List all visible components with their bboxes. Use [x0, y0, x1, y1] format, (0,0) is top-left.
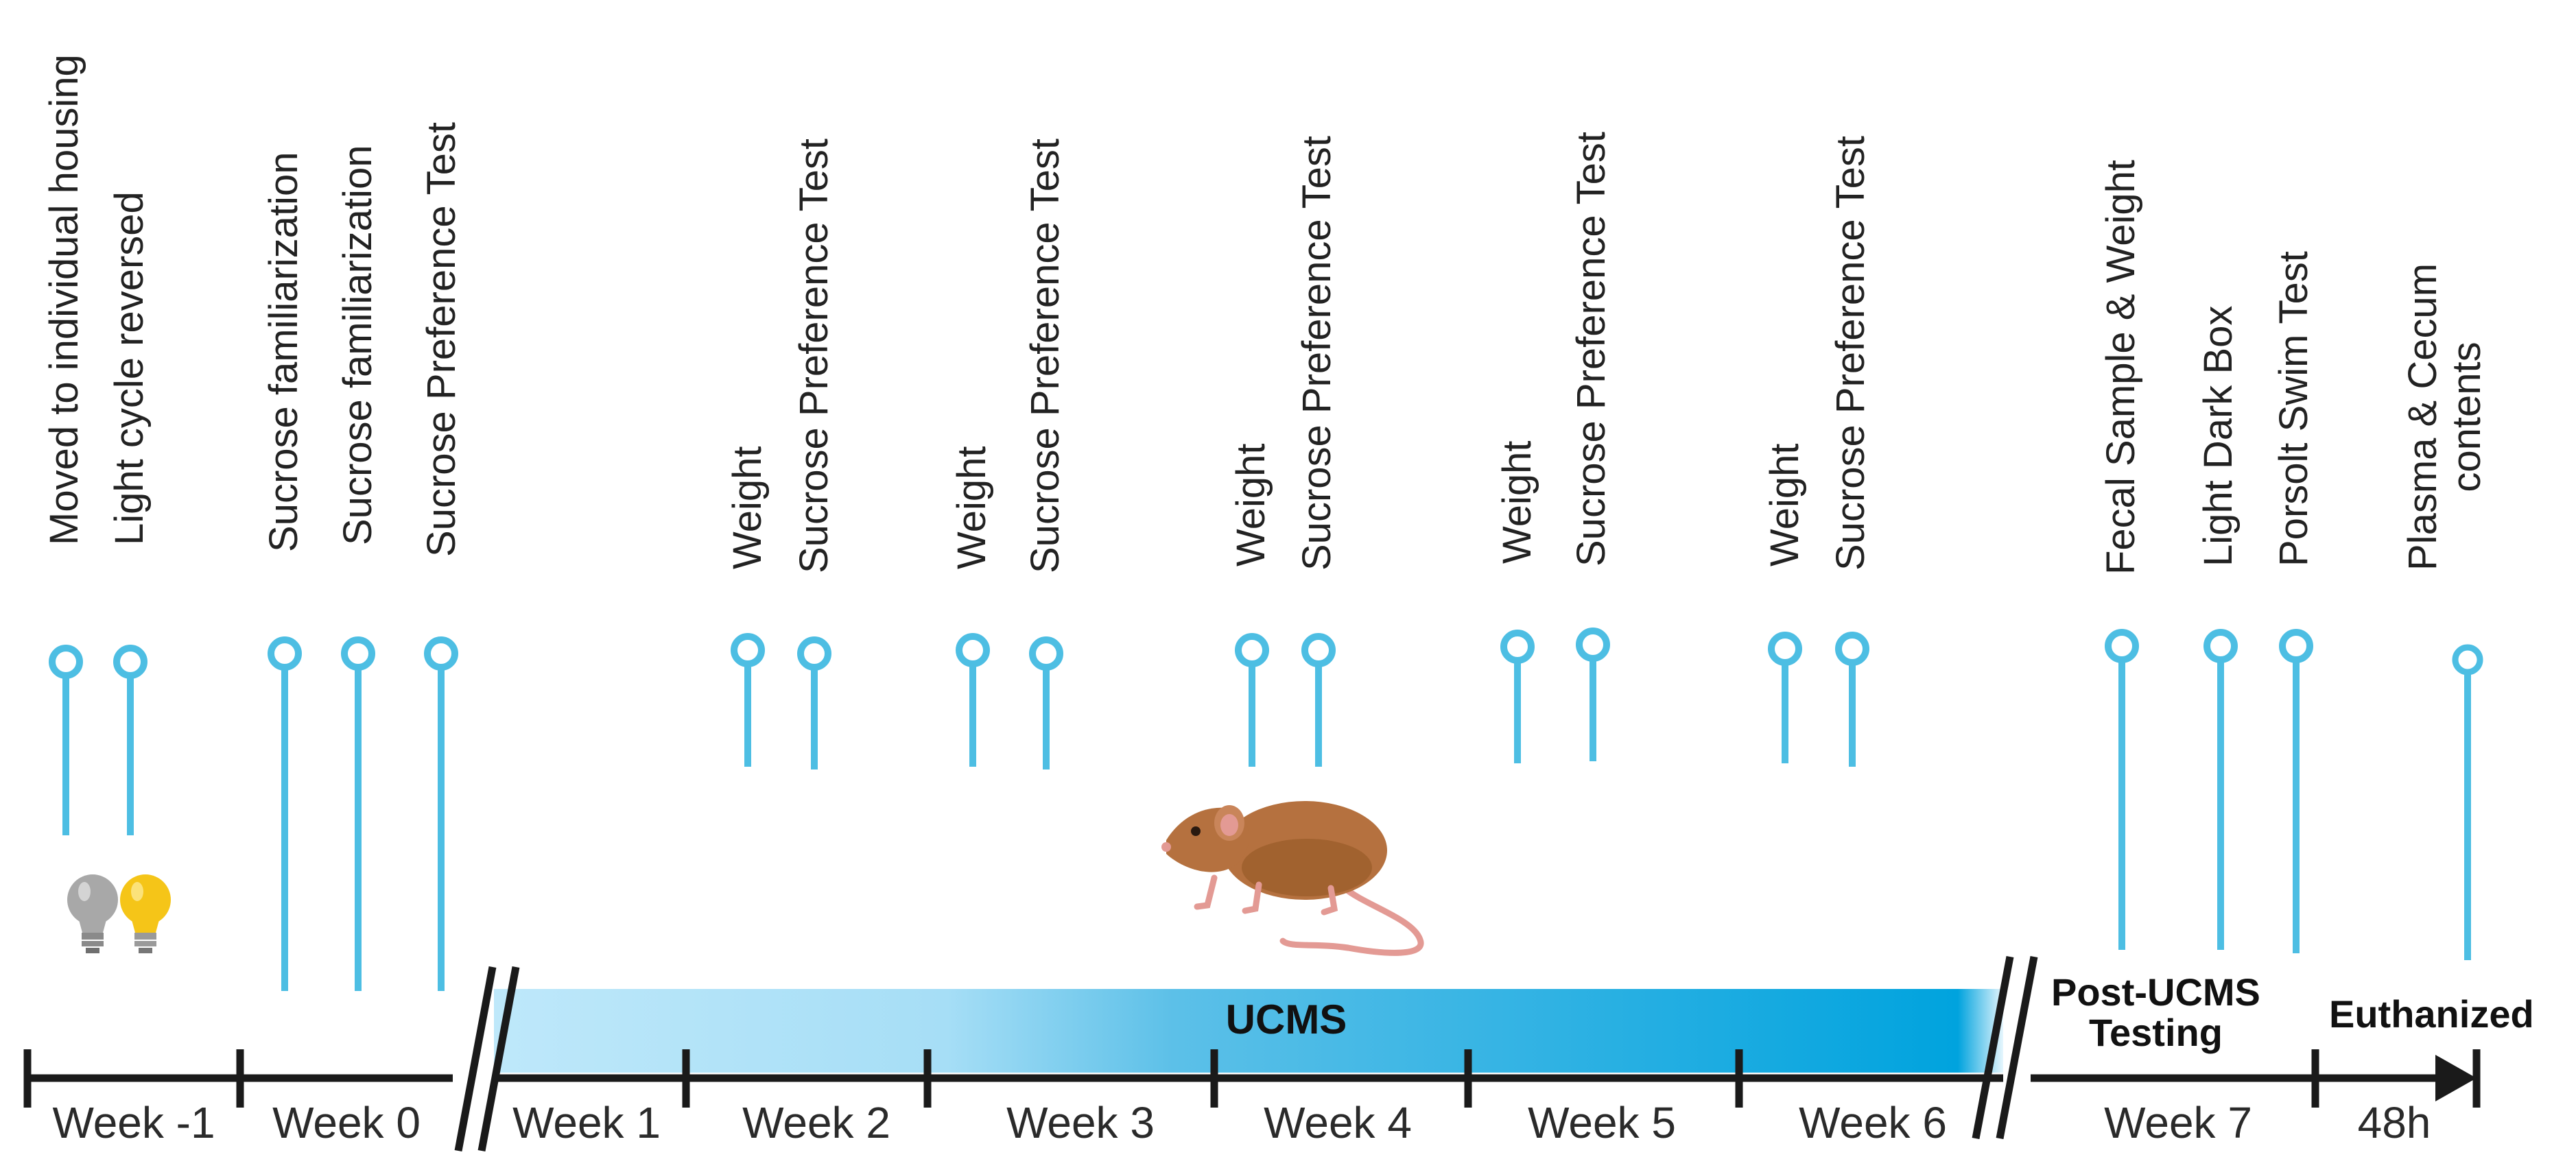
label-plasma-line1: Plasma & Cecum	[2400, 263, 2445, 571]
pin-light-dark	[2203, 629, 2238, 950]
pin-w5-spt	[1576, 628, 1610, 761]
week-label: Week 4	[1264, 1098, 1412, 1147]
week-label: Week 3	[1006, 1098, 1155, 1147]
pin-fecal	[2105, 629, 2139, 950]
week-label: Week 6	[1799, 1098, 1947, 1147]
label-plasma-line2: contents	[2444, 342, 2489, 492]
label-w2-spt: Sucrose Preference Test	[792, 138, 836, 573]
week-label: Week 5	[1528, 1098, 1676, 1147]
label-w4-spt: Sucrose Preference Test	[1295, 135, 1339, 571]
post-ucms-label: Post-UCMS Testing	[2051, 972, 2260, 1053]
label-w6-spt: Sucrose Preference Test	[1828, 135, 1873, 571]
pin-w6-spt	[1835, 632, 1869, 767]
week-label: Week 1	[512, 1098, 661, 1147]
post-ucms-line1: Post-UCMS	[2051, 970, 2260, 1014]
week-label: Week 7	[2104, 1098, 2252, 1147]
event-pins	[49, 628, 2483, 991]
lightbulb-on-icon	[120, 874, 171, 953]
time-axis	[23, 1049, 2481, 1108]
pin-sucrose-fam-1	[268, 636, 302, 991]
pin-plasma	[2452, 644, 2483, 960]
euthanized-label: Euthanized	[2329, 992, 2534, 1036]
label-w4-weight: Weight	[1229, 443, 1273, 566]
axis-break-right	[1972, 955, 2038, 1140]
label-w3-spt: Sucrose Preference Test	[1023, 138, 1067, 573]
mouse-illustration	[1161, 801, 1424, 956]
pin-w3-weight	[956, 633, 990, 767]
label-w6-weight: Weight	[1762, 443, 1807, 566]
pin-spt-week0	[424, 636, 458, 991]
pin-porsolt	[2279, 629, 2313, 953]
pin-w6-weight	[1768, 632, 1802, 763]
lightbulb-off-icon	[67, 874, 118, 953]
label-w5-weight: Weight	[1495, 440, 1539, 564]
week-label: Week 2	[742, 1098, 890, 1147]
label-fecal: Fecal Sample & Weight	[2099, 160, 2143, 575]
label-w2-weight: Weight	[725, 446, 770, 569]
label-porsolt: Porsolt Swim Test	[2271, 251, 2316, 566]
week-label: Week -1	[52, 1098, 215, 1147]
week-label: 48h	[2357, 1098, 2431, 1147]
label-light-cycle: Light cycle reversed	[107, 191, 152, 545]
pin-sucrose-fam-2	[341, 636, 375, 991]
label-light-dark: Light Dark Box	[2196, 305, 2241, 566]
axis-arrowhead	[2435, 1055, 2477, 1101]
pin-moved-housing	[49, 645, 83, 835]
week-label: Week 0	[272, 1098, 421, 1147]
label-sucrose-fam-2: Sucrose familiarization	[335, 145, 380, 545]
ucms-label: UCMS	[1225, 996, 1347, 1042]
label-w5-spt: Sucrose Preference Test	[1569, 131, 1614, 566]
pin-light-cycle	[113, 645, 147, 835]
pin-w5-weight	[1500, 630, 1535, 763]
pin-w4-spt	[1301, 633, 1336, 767]
pin-w4-weight	[1235, 633, 1269, 767]
pin-w3-spt	[1029, 636, 1063, 769]
label-plasma: Plasma & Cecum contents	[2400, 263, 2489, 571]
label-sucrose-fam-1: Sucrose familiarization	[261, 152, 306, 552]
ucms-bar	[494, 989, 2003, 1073]
pin-w2-weight	[731, 633, 765, 767]
post-ucms-line2: Testing	[2088, 1010, 2223, 1054]
axis-break-left	[454, 966, 520, 1152]
label-w3-weight: Weight	[949, 446, 994, 569]
pin-w2-spt	[797, 636, 831, 769]
label-spt-week0: Sucrose Preference Test	[419, 121, 464, 557]
label-moved-housing: Moved to individual housing	[42, 54, 86, 545]
